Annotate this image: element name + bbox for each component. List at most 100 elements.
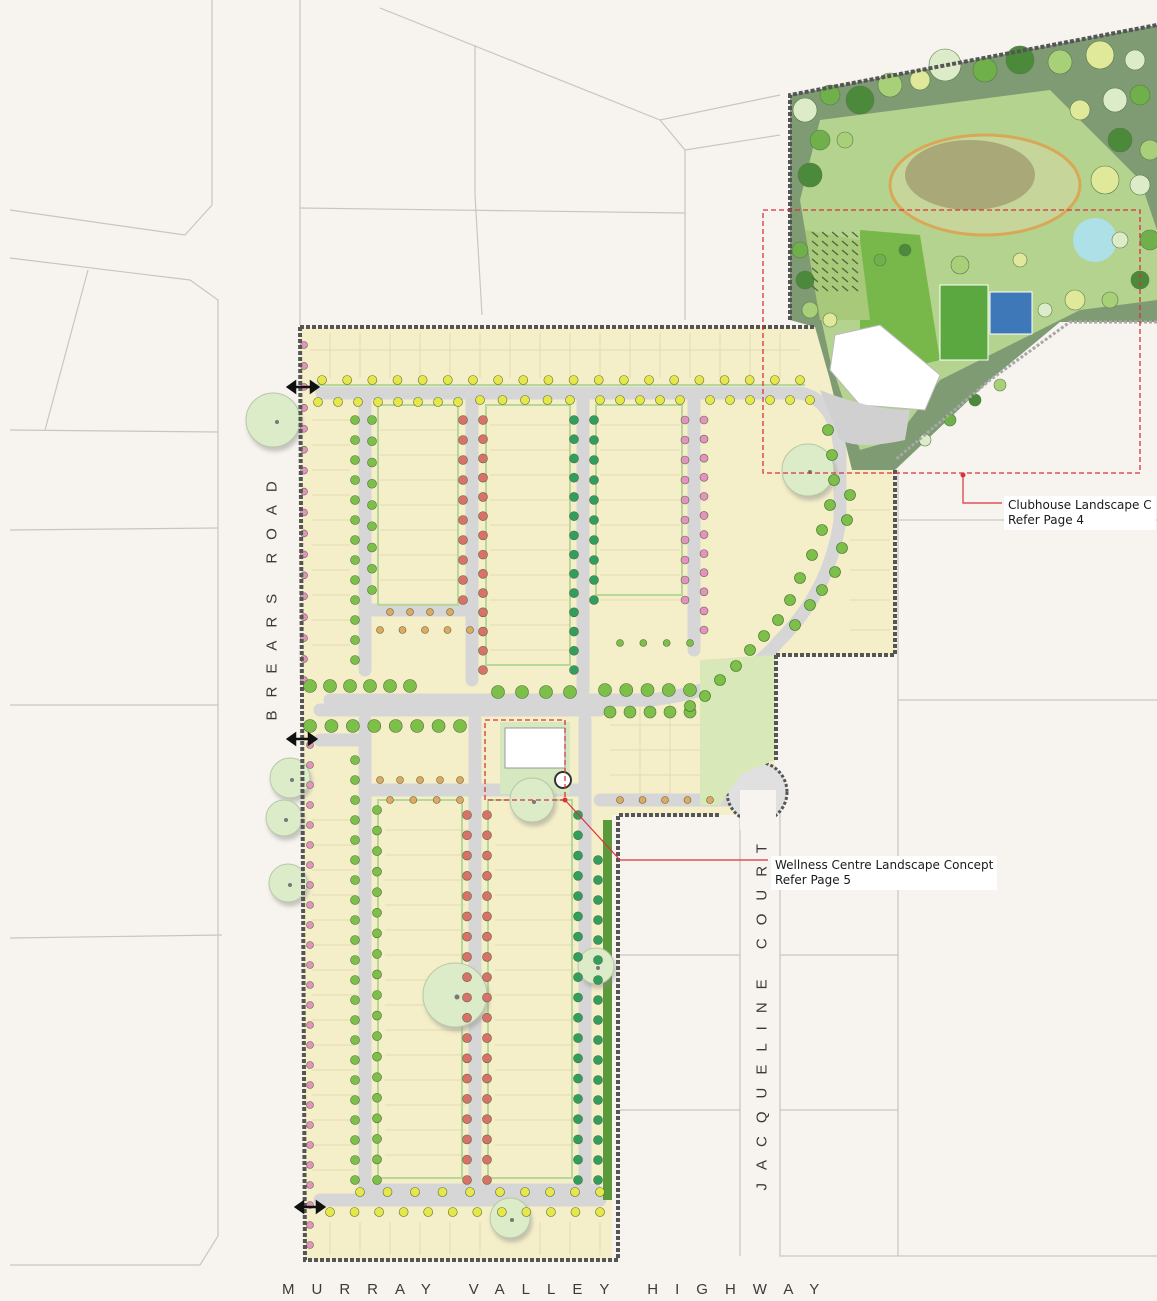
street-tree	[462, 911, 472, 922]
orchard-tree	[841, 258, 849, 265]
street-tree	[745, 395, 755, 405]
street-tree	[350, 535, 360, 545]
street-tree	[372, 1134, 382, 1144]
street-tree	[706, 796, 714, 804]
street-tree	[822, 424, 834, 436]
street-tree	[593, 1075, 603, 1085]
street-tree	[482, 1053, 492, 1064]
street-tree	[694, 375, 705, 385]
street-tree	[699, 530, 709, 539]
street-tree	[372, 907, 382, 918]
street-tree	[595, 1187, 605, 1197]
street-tree	[367, 563, 377, 574]
street-tree	[372, 1010, 382, 1021]
street-tree	[784, 594, 796, 606]
orchard-tree	[841, 285, 849, 292]
street-tree	[569, 492, 579, 502]
street-tree	[573, 952, 583, 962]
street-tree	[616, 796, 624, 804]
street-tree	[372, 928, 382, 939]
street-tree	[367, 415, 377, 425]
street-tree	[372, 1092, 382, 1103]
orchard-tree	[811, 258, 819, 265]
street-tree	[468, 375, 478, 385]
street-tree	[573, 1053, 583, 1064]
street-tree	[542, 395, 553, 405]
street-tree	[317, 375, 327, 385]
street-tree	[458, 595, 468, 605]
street-tree	[573, 871, 583, 881]
street-tree	[589, 595, 599, 605]
street-tree	[569, 453, 579, 464]
orchard-tree	[851, 258, 859, 265]
street-tree	[795, 375, 805, 385]
orchard-tree	[831, 240, 839, 247]
park-tree	[1085, 40, 1115, 70]
street-tree	[350, 635, 360, 645]
street-tree	[306, 1141, 314, 1149]
street-tree	[350, 955, 360, 965]
park-tree	[1111, 231, 1129, 249]
street-tree	[350, 595, 360, 605]
street-tree	[655, 395, 665, 405]
park-tree	[845, 85, 875, 115]
street-tree	[372, 1031, 382, 1041]
street-tree	[593, 1135, 603, 1145]
street-tree	[462, 830, 472, 841]
street-tree	[431, 719, 446, 733]
street-tree	[325, 1207, 335, 1217]
park-tree	[1124, 49, 1146, 71]
street-tree	[478, 453, 488, 464]
street-tree	[350, 1075, 360, 1085]
street-tree	[573, 1114, 583, 1124]
clubhouse-callout-ref: Refer Page 4	[1008, 513, 1085, 527]
street-tree	[699, 549, 709, 558]
street-tree	[482, 891, 492, 901]
street-tree	[699, 434, 709, 444]
street-tree	[346, 719, 360, 733]
street-tree	[573, 1073, 583, 1084]
street-tree	[388, 719, 403, 733]
street-tree	[350, 615, 360, 625]
street-tree	[719, 375, 730, 385]
street-tree	[573, 911, 583, 922]
street-tree	[543, 375, 554, 385]
street-tree	[306, 841, 314, 849]
street-tree	[323, 679, 337, 693]
clubhouse-callout-box	[762, 209, 1141, 474]
clubhouse-callout: Clubhouse Landscape C Refer Page 4	[1004, 496, 1156, 530]
street-tree	[520, 395, 530, 405]
street-tree	[472, 1207, 483, 1217]
street-tree	[342, 375, 352, 385]
street-tree	[699, 587, 709, 597]
street-tree	[413, 397, 423, 407]
street-tree	[462, 1134, 472, 1145]
street-tree	[603, 705, 617, 719]
street-tree	[462, 1033, 472, 1043]
street-tree	[443, 626, 452, 634]
park-tree	[792, 97, 818, 123]
street-tree	[744, 375, 755, 385]
street-tree	[350, 995, 360, 1005]
boundary-light	[894, 320, 1157, 462]
street-tree	[699, 606, 709, 616]
street-tree	[478, 434, 488, 445]
street-tree	[350, 575, 360, 585]
street-tree	[367, 719, 382, 733]
street-tree	[350, 815, 360, 825]
orchard-tree	[841, 276, 849, 283]
street-tree	[615, 395, 625, 405]
street-tree	[569, 415, 579, 425]
street-tree	[306, 881, 314, 889]
green-belts	[603, 655, 775, 1200]
street-tree	[350, 975, 360, 985]
street-tree	[482, 1175, 492, 1185]
park-tree	[822, 312, 838, 328]
street-tree	[306, 1061, 314, 1069]
street-tree	[680, 595, 690, 605]
park-tree	[795, 270, 815, 290]
street-tree	[515, 685, 529, 699]
park-tree	[1139, 229, 1157, 251]
street-tree	[433, 397, 443, 407]
